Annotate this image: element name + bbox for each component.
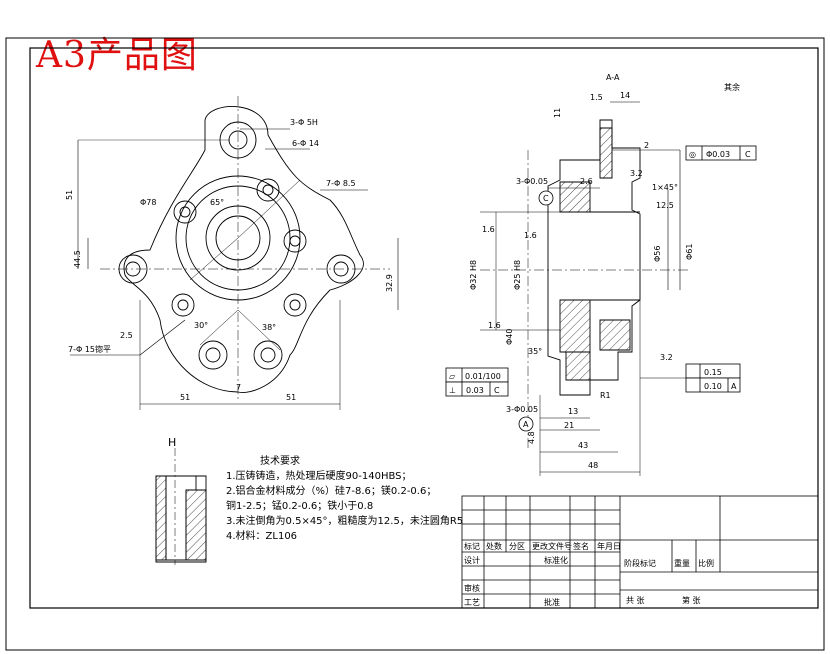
tb-date: 年月日 (597, 541, 621, 551)
dim-width-left: 51 (180, 393, 190, 402)
label-7holes-thread: 7-Φ 8.5 (326, 179, 356, 188)
parallel-value: 0.15 (704, 368, 722, 377)
dim-15: 1.5 (590, 93, 603, 102)
angle-30: 30° (194, 321, 208, 330)
dim-78: Φ78 (140, 198, 156, 207)
dim-12-5: 12.5 (656, 201, 674, 210)
front-view (70, 96, 399, 410)
dia-61: Φ61 (685, 244, 694, 260)
outer-border (5, 37, 825, 651)
dia-40: Φ40 (505, 329, 514, 345)
perp-datum: C (494, 386, 500, 395)
tech-heading: 技术要求 (260, 456, 300, 467)
section-view-labels: A-A 其余 14 1.5 11 2 1×45° 12.5 3-Φ0.05 2.… (469, 73, 740, 470)
tech-line: 1.压铸铸造，热处理后硬度90-140HBS； (226, 471, 412, 482)
dim-7: 7 (236, 383, 241, 392)
dim-25-right: 3.2 (660, 353, 673, 362)
dia-56: Φ56 (653, 246, 662, 262)
dim-2-6: 2.6 (580, 177, 593, 186)
tech-line: 铜1-2.5；锰0.2-0.6；铁小于0.8 (226, 501, 374, 512)
tolerance-parallel (685, 363, 741, 393)
title-block (461, 495, 819, 609)
tech-line: 3.未注倒角为0.5×45°，粗糙度为12.5，未注圆角R5 (226, 516, 464, 527)
tb-count: 处数 (486, 541, 502, 551)
radius: R1 (600, 391, 611, 400)
tb-approve: 批准 (544, 597, 560, 607)
dim-4-8: 4.8 (527, 431, 536, 444)
label-7holes-depth: 7-Φ 15锪平 (68, 344, 111, 354)
datum-a-label: A (523, 420, 529, 429)
parallel-value2: 0.10 (704, 382, 722, 391)
dim-width-right: 51 (286, 393, 296, 402)
flat-symbol: ▱ (449, 372, 456, 381)
tb-zone: 分区 (509, 542, 525, 551)
thread-3: 3-Φ0.05 (516, 177, 548, 186)
dim-1-6-mid: 1.6 (524, 231, 537, 240)
front-view-labels: 3-Φ 5H 6-Φ 14 7-Φ 8.5 7-Φ 15锪平 51 51 51 … (65, 118, 394, 402)
detail-view (155, 448, 207, 565)
dim-48: 48 (588, 461, 598, 470)
dim-13: 13 (568, 407, 578, 416)
concentricity-datum: C (745, 150, 751, 159)
dim-43: 43 (578, 441, 588, 450)
tb-sign: 签名 (573, 541, 589, 551)
tb-review: 审核 (464, 583, 480, 593)
tb-sheets-total: 共 张 (626, 596, 645, 605)
dia-25: Φ25 H8 (513, 260, 522, 290)
label-6holes: 6-Φ 14 (292, 139, 319, 148)
dim-21: 21 (564, 421, 574, 430)
tb-sheet-no: 第 张 (682, 595, 701, 605)
dim-25: 2.5 (120, 331, 133, 340)
tolerance-concentricity (685, 145, 757, 161)
tb-scale: 比例 (698, 558, 714, 568)
datum-c-label: C (543, 194, 549, 203)
tolerance-flat-perp (445, 367, 509, 397)
detail-label: H (168, 436, 176, 449)
angle-65: 65° (210, 198, 224, 207)
dim-32: 32.9 (385, 274, 394, 292)
parallel-datum: A (731, 382, 737, 391)
dia-32: Φ32 H8 (469, 260, 478, 290)
dim-11: 11 (553, 108, 562, 118)
concentricity-symbol: ◎ (689, 150, 696, 159)
datum-c: C (538, 190, 554, 206)
tech-line: 4.材料：ZL106 (226, 531, 298, 542)
drawing-title: A3产品图 (36, 35, 198, 76)
dim-44: 44.5 (73, 250, 82, 268)
tb-process: 工艺 (464, 598, 480, 607)
roughness-note: 其余 (724, 82, 740, 92)
datum-a: A (518, 416, 534, 432)
section-view (480, 101, 705, 476)
flat-value: 0.01/100 (465, 372, 501, 381)
tb-design: 设计 (464, 555, 480, 565)
dim-3-2: 3.2 (630, 169, 643, 178)
dim-1-6-low: 1.6 (488, 321, 501, 330)
perp-symbol: ⊥ (449, 386, 456, 395)
dim-height-51: 51 (65, 190, 74, 200)
concentricity-value: Φ0.03 (706, 150, 730, 159)
angle-35: 35° (528, 347, 542, 356)
dim-14: 14 (620, 91, 630, 100)
dim-1-6-top: 1.6 (482, 225, 495, 234)
angle-38: 38° (262, 323, 276, 332)
tb-stage: 阶段标记 (624, 558, 656, 568)
tb-weight: 重量 (674, 558, 690, 568)
dim-2: 2 (644, 141, 649, 150)
tb-standard: 标准化 (544, 555, 568, 565)
section-label: A-A (606, 73, 620, 82)
tb-mark: 标记 (464, 541, 480, 551)
perp-value: 0.03 (466, 386, 484, 395)
dim-3-06: 3-Φ0.05 (506, 405, 538, 414)
label-3holes: 3-Φ 5H (290, 118, 318, 127)
technical-requirements: 技术要求 1.压铸铸造，热处理后硬度90-140HBS； 2.铝合金材料成分（%… (226, 454, 466, 544)
tb-change: 更改文件号 (532, 541, 572, 551)
tech-line: 2.铝合金材料成分（%）硅7-8.6；镁0.2-0.6； (226, 486, 437, 497)
inner-border (29, 47, 819, 609)
chamfer: 1×45° (652, 183, 678, 192)
